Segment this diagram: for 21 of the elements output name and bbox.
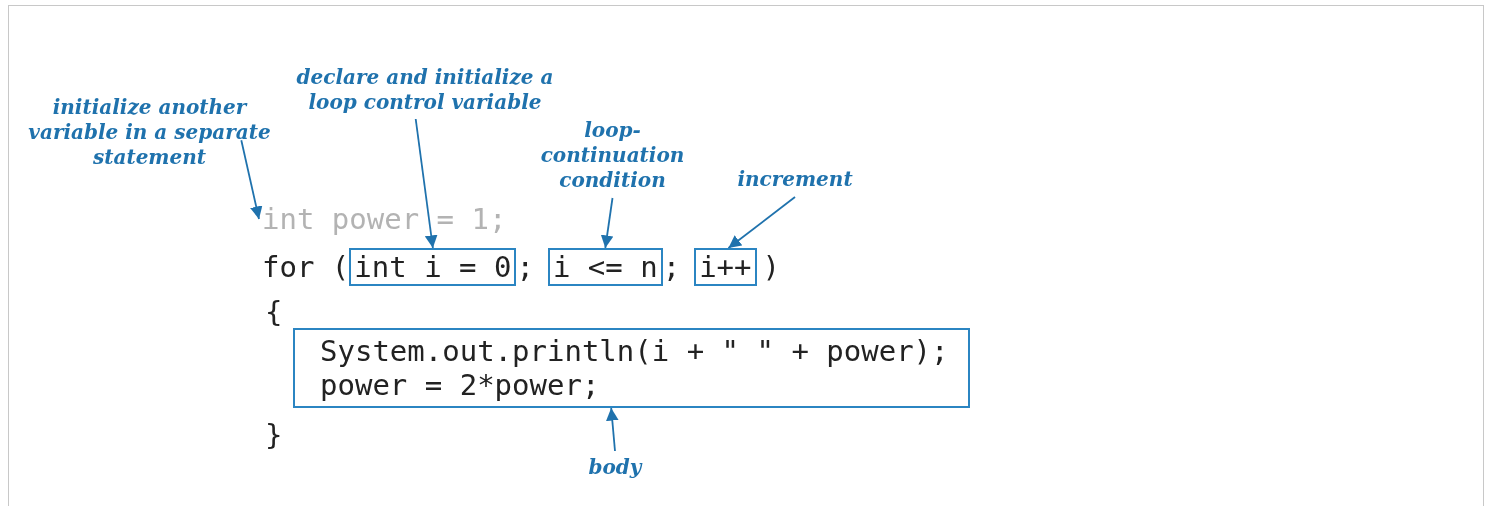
code-line: System.out.println(i + " " + power); [320,334,950,368]
highlighted-code: i <= n [547,248,663,286]
code-text: } [265,418,283,452]
annotation-text: loop-continuation condition [525,118,700,193]
code-line: int power = 1; [262,202,507,236]
highlighted-code: int i = 0 [349,248,517,286]
code-text: ; [662,250,681,284]
code-text: for ( [262,250,350,284]
arrow [414,118,438,249]
code-text: { [265,295,283,329]
code-text: ; [516,250,534,284]
annotation-text: body [575,455,655,480]
highlight-frame [293,328,970,408]
code-text: ) [762,250,780,284]
arrow [727,196,796,249]
highlighted-code: i++ [694,248,757,286]
annotation-text: increment [725,167,865,192]
arrow [606,407,619,452]
arrow [240,139,263,220]
arrow [600,197,614,249]
code-line: power = 2*power; [320,368,601,402]
